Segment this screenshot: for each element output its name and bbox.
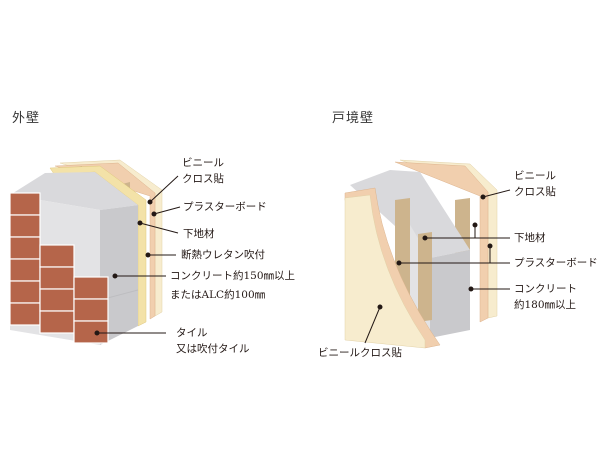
party-label-vinyl-cloth-front: ビニールクロス貼 — [318, 347, 402, 359]
ext-label-tile-line2: 又は吹付タイル — [176, 343, 250, 355]
party-label-concrete-line2: 約180㎜以上 — [514, 299, 577, 311]
ext-label-base-material: 下地材 — [183, 228, 215, 240]
party-label-base-material: 下地材 — [514, 232, 546, 244]
party-wall-diagram — [344, 159, 511, 349]
ext-label-vinyl-cloth-line2: クロス貼 — [182, 173, 224, 185]
party-label-vinyl-cloth-line2: クロス貼 — [514, 186, 556, 198]
ext-label-concrete: コンクリート約150㎜以上 またはALC約100㎜ — [170, 268, 295, 303]
ext-concrete-face — [100, 205, 138, 345]
party-label-vinyl-cloth-line1: ビニール — [514, 170, 556, 182]
party-label-plasterboard: プラスターボード — [514, 257, 598, 269]
party-front-stud — [418, 232, 432, 322]
ext-label-urethane: 断熱ウレタン吹付 — [181, 249, 265, 261]
ext-label-concrete-line1: コンクリート約150㎜以上 — [170, 270, 296, 282]
party-label-concrete: コンクリート 約180㎜以上 — [514, 281, 577, 313]
ext-label-concrete-line2: またはALC約100㎜ — [170, 289, 266, 301]
exterior-wall-diagram — [9, 159, 181, 345]
party-front-vinyl-cloth — [344, 194, 426, 349]
ext-label-vinyl-cloth-line1: ビニール — [182, 157, 224, 169]
ext-concrete-top — [10, 172, 138, 210]
ext-label-tile-line1: タイル — [176, 327, 208, 339]
ext-plasterboard-layer — [54, 162, 156, 320]
ext-label-vinyl-cloth: ビニール クロス貼 — [182, 155, 224, 187]
party-label-vinyl-cloth: ビニール クロス貼 — [514, 168, 556, 200]
ext-label-plasterboard: プラスターボード — [183, 201, 267, 213]
exterior-wall-title: 外壁 — [12, 111, 41, 126]
party-label-concrete-line1: コンクリート — [514, 283, 577, 295]
party-concrete-face — [430, 250, 470, 338]
ext-label-tile: タイル 又は吹付タイル — [176, 325, 250, 357]
party-wall-title: 戸境壁 — [332, 111, 375, 126]
ext-tile-bricks — [9, 192, 109, 344]
party-back-plasterboard — [394, 161, 489, 323]
